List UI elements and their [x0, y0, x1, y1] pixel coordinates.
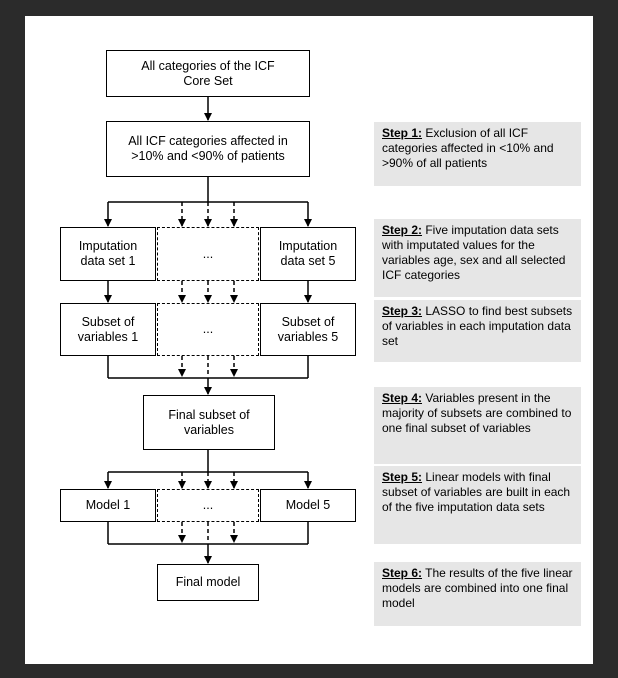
- step-label: Step 5:: [382, 470, 423, 484]
- step-6-note: Step 6: The results of the five linear m…: [374, 562, 581, 626]
- step-label: Step 4:: [382, 391, 423, 405]
- step-2-note: Step 2: Five imputation data sets with i…: [374, 219, 581, 297]
- affected-categories-box: All ICF categories affected in >10% and …: [106, 121, 310, 177]
- model-5-box: Model 5: [260, 489, 356, 522]
- imputation-set-1-box: Imputation data set 1: [60, 227, 156, 281]
- model-1-box: Model 1: [60, 489, 156, 522]
- subset-middle-box: ...: [157, 303, 259, 356]
- step-label: Step 2:: [382, 223, 423, 237]
- step-text: Exclusion of all ICF categories affected…: [382, 126, 554, 170]
- final-subset-box: Final subset of variables: [143, 395, 275, 450]
- subset-5-box: Subset of variables 5: [260, 303, 356, 356]
- step-text: LASSO to find best subsets of variables …: [382, 304, 573, 348]
- step-text: Variables present in the majority of sub…: [382, 391, 572, 435]
- step-text: Five imputation data sets with imputated…: [382, 223, 566, 282]
- step-label: Step 3:: [382, 304, 423, 318]
- step-label: Step 1:: [382, 126, 423, 140]
- figure-panel: All categories of the ICF Core Set All I…: [25, 16, 593, 664]
- step-text: Linear models with final subset of varia…: [382, 470, 571, 514]
- subset-1-box: Subset of variables 1: [60, 303, 156, 356]
- model-middle-box: ...: [157, 489, 259, 522]
- step-5-note: Step 5: Linear models with final subset …: [374, 466, 581, 544]
- step-label: Step 6:: [382, 566, 423, 580]
- step-1-note: Step 1: Exclusion of all ICF categories …: [374, 122, 581, 186]
- icf-core-set-box: All categories of the ICF Core Set: [106, 50, 310, 97]
- imputation-middle-box: ...: [157, 227, 259, 281]
- flow-connectors: [104, 97, 312, 564]
- step-3-note: Step 3: LASSO to find best subsets of va…: [374, 300, 581, 362]
- final-model-box: Final model: [157, 564, 259, 601]
- step-text: The results of the five linear models ar…: [382, 566, 573, 610]
- imputation-set-5-box: Imputation data set 5: [260, 227, 356, 281]
- step-4-note: Step 4: Variables present in the majorit…: [374, 387, 581, 464]
